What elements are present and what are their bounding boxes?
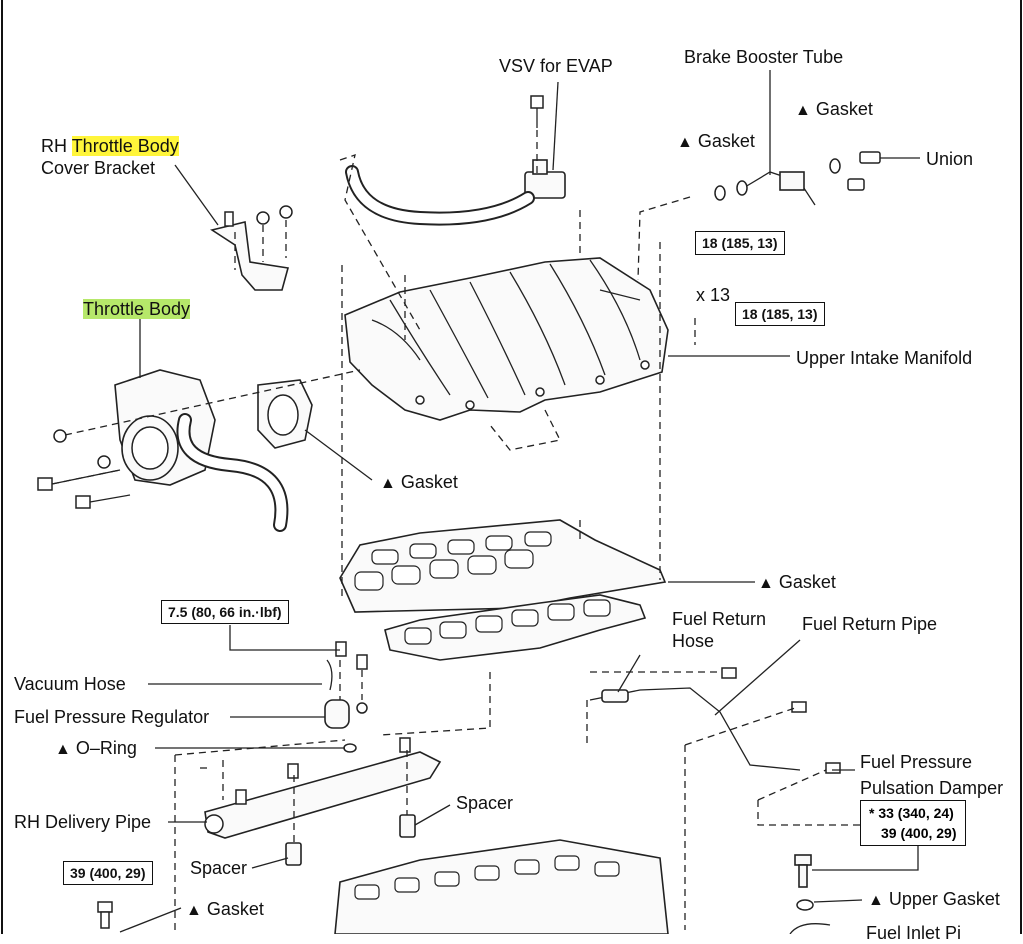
label-upper-intake-manifold: Upper Intake Manifold <box>796 348 973 368</box>
label-pulsation-damper-line2: Pulsation Damper <box>860 778 1004 798</box>
label-fuel-return-pipe: Fuel Return Pipe <box>802 614 938 634</box>
label-gasket-lower: Gasket <box>186 898 264 922</box>
leader-lines <box>119 70 920 933</box>
upper-intake-manifold-part <box>344 257 669 421</box>
torque-box-39: 39 (400, 29) <box>63 861 153 885</box>
label-fuel-return-hose-line2: Hose <box>672 631 715 651</box>
spacer-lower-part <box>285 842 302 866</box>
label-union: Union <box>926 149 974 169</box>
label-vsv-evap: VSV for EVAP <box>499 56 613 76</box>
fuel-return-pipe-part <box>589 667 841 774</box>
bolt-39-part <box>97 901 113 929</box>
torque-box-18b: 18 (185, 13) <box>735 302 825 326</box>
label-spacer-upper: Spacer <box>456 793 514 813</box>
label-fuel-return-hose-line1: Fuel Return <box>672 609 767 629</box>
label-fuel-inlet-pipe-partial: Fuel Inlet Pi <box>866 923 962 943</box>
label-rh-delivery-pipe: RH Delivery Pipe <box>14 812 152 832</box>
brake-booster-tube-part <box>714 151 881 206</box>
torque-33-star: * 33 (340, 24) <box>869 805 954 821</box>
highlight-throttle-body-green: Throttle Body <box>83 299 191 319</box>
lower-intake-manifold-part <box>334 839 669 934</box>
label-rh-throttle-body: RH Throttle Body <box>41 135 179 157</box>
highlight-throttle-body-yellow: Throttle Body <box>71 136 179 156</box>
throttle-body-gasket-part <box>257 379 313 449</box>
fuel-pressure-regulator-part <box>324 641 368 753</box>
label-spacer-lower: Spacer <box>190 858 248 878</box>
vsv-evap-part <box>345 95 566 226</box>
label-gasket-manifold: Gasket <box>758 571 836 595</box>
label-x13: x 13 <box>696 285 731 305</box>
torque-box-18a: 18 (185, 13) <box>695 231 785 255</box>
label-vacuum-hose: Vacuum Hose <box>14 674 126 694</box>
label-brake-booster-tube: Brake Booster Tube <box>684 47 844 67</box>
rh-delivery-pipe-part <box>204 737 442 839</box>
label-throttle-body: Throttle Body <box>83 298 191 320</box>
assembly-dashed-lines <box>51 130 860 930</box>
torque-box-damper: * 33 (340, 24) 39 (400, 29) <box>860 800 966 846</box>
spacer-upper-part <box>399 814 416 838</box>
label-gasket-tube: Gasket <box>677 130 755 154</box>
pulsation-damper-part <box>789 854 831 934</box>
manifold-gasket-lower-part <box>384 594 647 661</box>
throttle-body-part <box>37 369 289 532</box>
label-gasket-throttle: Gasket <box>380 471 458 495</box>
label-fuel-pressure-regulator: Fuel Pressure Regulator <box>14 707 210 727</box>
manifold-gasket-upper-part <box>339 519 667 613</box>
torque-39-damper: 39 (400, 29) <box>881 825 957 841</box>
label-gasket-union-side: Gasket <box>795 98 873 122</box>
torque-box-7-5: 7.5 (80, 66 in.·lbf) <box>161 600 289 624</box>
label-cover-bracket: Cover Bracket <box>41 158 156 178</box>
label-rh-prefix: RH <box>41 136 72 156</box>
label-fuel-pressure-line1: Fuel Pressure <box>860 752 973 772</box>
throttle-body-cover-bracket-part <box>210 205 293 291</box>
label-o-ring: O–Ring <box>55 737 137 761</box>
label-upper-gasket: Upper Gasket <box>868 888 1000 912</box>
